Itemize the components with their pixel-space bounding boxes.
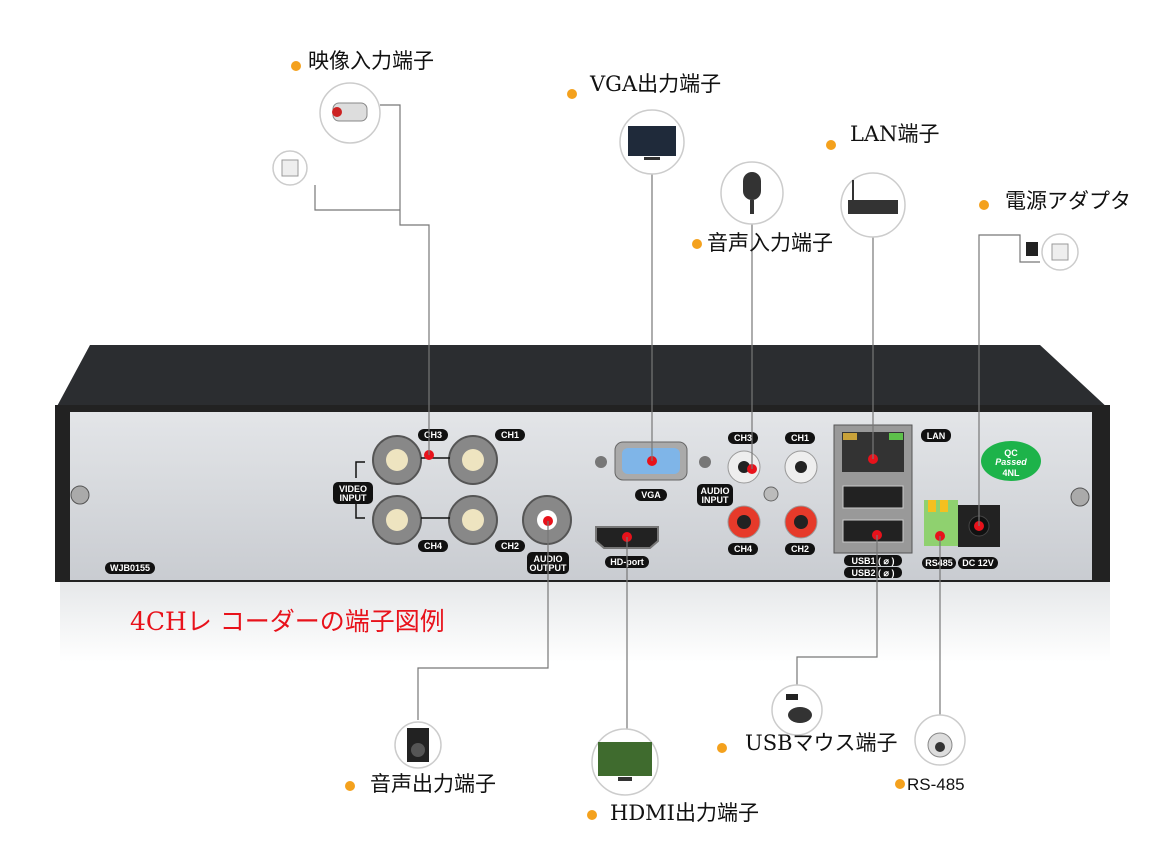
router-icon [840, 172, 906, 238]
label-usb-mouse: USBマウス端子 [745, 731, 898, 755]
hdmi-monitor-icon [591, 728, 659, 796]
svg-text:RS485: RS485 [925, 558, 953, 568]
rs485-dc-block: RS485 DC 12V [922, 500, 1000, 569]
svg-text:VIDEO: VIDEO [339, 484, 367, 494]
label-hdmi-output: HDMI出力端子 [610, 801, 759, 825]
label-audio-input: 音声入力端子 [707, 231, 833, 255]
svg-text:LAN: LAN [927, 431, 946, 441]
power-adapter-icon [1026, 233, 1079, 271]
svg-text:AUDIO: AUDIO [701, 486, 730, 496]
leader-lines [314, 104, 1040, 730]
svg-text:Passed: Passed [995, 457, 1027, 467]
svg-text:CH3: CH3 [734, 433, 752, 443]
svg-text:INPUT: INPUT [702, 495, 730, 505]
svg-text:DC 12V: DC 12V [962, 558, 994, 568]
svg-text:QC: QC [1004, 448, 1018, 458]
model-label: WJB0155 [110, 563, 150, 573]
mouse-icon [771, 684, 823, 736]
microphone-icon [720, 161, 784, 225]
svg-text:CH2: CH2 [501, 541, 519, 551]
svg-text:USB2 ( ⌀ ): USB2 ( ⌀ ) [852, 568, 895, 578]
svg-text:CH2: CH2 [791, 544, 809, 554]
callout-labels: 映像入力端子 VGA出力端子 LAN端子 音声入力端子 電源アダプタ 音声出力端… [291, 49, 1131, 825]
reflection [60, 582, 1110, 662]
svg-text:CH1: CH1 [791, 433, 809, 443]
screw-icon [70, 485, 90, 505]
power-outlet-icon [272, 150, 308, 186]
vga-port: VGA [595, 441, 711, 501]
qc-passed-badge: QC Passed 4NL [981, 441, 1041, 481]
label-power-adapter: 電源アダプタ [1005, 189, 1131, 213]
camera-icon [319, 82, 381, 144]
svg-text:USB1 ( ⌀ ): USB1 ( ⌀ ) [852, 556, 895, 566]
svg-text:CH1: CH1 [501, 430, 519, 440]
label-vga-output: VGA出力端子 [589, 72, 721, 96]
svg-text:CH3: CH3 [424, 430, 442, 440]
svg-text:CH4: CH4 [424, 541, 442, 551]
svg-text:4NL: 4NL [1002, 468, 1020, 478]
label-video-input: 映像入力端子 [308, 49, 434, 73]
ptz-camera-icon [914, 714, 966, 766]
svg-text:CH4: CH4 [734, 544, 752, 554]
label-rs485: RS-485 [907, 775, 965, 794]
dvr-device: WJB0155 [55, 345, 1110, 582]
diagram-caption: 4CHレ コーダーの端子図例 [130, 607, 445, 636]
label-audio-output: 音声出力端子 [370, 772, 496, 796]
speaker-icon [394, 721, 442, 769]
svg-text:INPUT: INPUT [340, 493, 368, 503]
svg-text:VGA: VGA [641, 490, 661, 500]
label-lan: LAN端子 [850, 122, 940, 146]
monitor-icon [619, 109, 685, 175]
screw-icon [1070, 487, 1090, 507]
